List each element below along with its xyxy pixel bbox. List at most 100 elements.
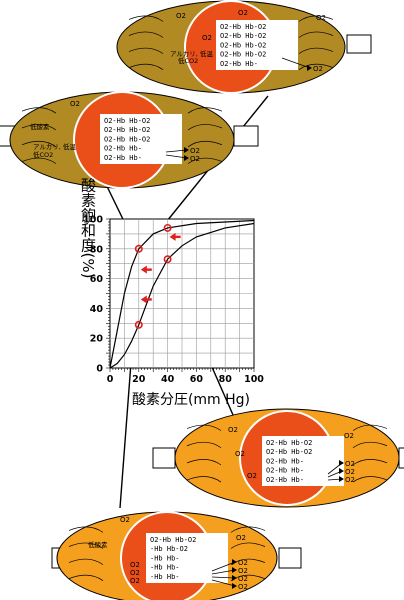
vessel-stub-right xyxy=(233,125,259,147)
hemoglobin-row: O2-Hb Hb-O2 xyxy=(104,135,150,143)
shift-arrow-head xyxy=(140,265,147,274)
oxygen-label: O2 xyxy=(202,34,212,42)
hemoglobin-row: -Hb Hb- xyxy=(150,554,180,562)
tissue-cell: O2-Hb Hb-O2-Hb Hb-O2-Hb Hb--Hb Hb--Hb Hb… xyxy=(51,511,302,600)
x-tick-label: 100 xyxy=(244,374,264,385)
x-tick-label: 40 xyxy=(161,374,175,385)
vessel-stub-right xyxy=(346,34,372,54)
cell-membrane-line xyxy=(21,157,57,164)
cell-membrane-line xyxy=(186,441,222,449)
oxygen-label: O2 xyxy=(316,14,326,22)
oxygen-label: O2 xyxy=(344,432,354,440)
release-arrow xyxy=(211,579,236,587)
cell-membrane-line xyxy=(68,558,104,565)
cell-membrane-line xyxy=(298,15,334,22)
hemoglobin-panel xyxy=(262,436,344,486)
cell-membrane-line xyxy=(230,542,266,549)
release-arrow xyxy=(211,576,236,579)
hemoglobin-row: O2-Hb Hb-O2 xyxy=(220,41,266,49)
cell-membrane-line xyxy=(352,459,388,466)
condition-label: 低CO2 xyxy=(33,150,53,159)
x-tick-label: 80 xyxy=(219,374,233,385)
hemoglobin-row: -Hb Hb- xyxy=(150,573,180,581)
oxygen-label: O2 xyxy=(238,9,248,17)
oxygen-label: O2 xyxy=(228,426,238,434)
cell-membrane-line xyxy=(298,63,334,70)
hemoglobin-row: O2-Hb Hb- xyxy=(104,145,142,153)
released-oxygen-label: O2 xyxy=(238,575,248,583)
cell-membrane-line xyxy=(21,107,57,114)
y-tick-label: 20 xyxy=(90,334,104,345)
hemoglobin-panel xyxy=(216,20,298,70)
y-tick-label: 0 xyxy=(96,364,103,375)
released-oxygen-label: O2 xyxy=(190,155,200,163)
oxygen-label: O2 xyxy=(130,577,140,585)
released-oxygen-label: O2 xyxy=(238,559,248,567)
hemoglobin-row: O2-Hb Hb-O2 xyxy=(220,32,266,40)
vessel-stub-right xyxy=(278,547,302,569)
cell-membrane-line xyxy=(68,542,104,549)
hemoglobin-row: -Hb Hb-O2 xyxy=(150,545,188,553)
released-oxygen-label: O2 xyxy=(345,468,355,476)
cell-membrane-line xyxy=(187,140,223,148)
release-arrow xyxy=(165,154,188,159)
cell-membrane-line xyxy=(68,526,104,533)
condition-label: 低酸素 xyxy=(30,122,50,131)
released-oxygen-label: O2 xyxy=(190,147,200,155)
cell-membrane-line xyxy=(187,107,223,114)
release-arrow-head xyxy=(339,460,344,466)
cell-membrane-line xyxy=(128,15,164,22)
release-arrow-head xyxy=(232,583,237,589)
marker-point xyxy=(134,320,143,329)
marker-point xyxy=(163,223,172,232)
hemoglobin-row: O2-Hb Hb-O2 xyxy=(150,536,196,544)
release-arrow-head xyxy=(339,468,344,474)
release-arrow-head xyxy=(232,567,237,573)
cell-membrane-line xyxy=(68,574,104,581)
oxygen-label: O2 xyxy=(120,516,130,524)
y-tick-label: 40 xyxy=(90,304,104,315)
condition-label: アルカリ, 低温 xyxy=(33,142,76,151)
release-arrow xyxy=(165,149,188,153)
hemoglobin-row: O2-Hb Hb-O2 xyxy=(104,117,150,125)
hemoglobin-row: -Hb Hb- xyxy=(150,564,180,572)
cell-membrane-line xyxy=(21,140,57,148)
series-line xyxy=(109,219,255,369)
condition-label: アルカリ, 低温 xyxy=(170,49,213,58)
release-arrow-head xyxy=(184,147,189,153)
hemoglobin-row: O2-Hb Hb- xyxy=(104,154,142,162)
hemoglobin-row: O2-Hb Hb-O2 xyxy=(220,51,266,59)
y-tick-label: 60 xyxy=(90,274,104,285)
cell-membrane-line xyxy=(298,47,334,54)
hemoglobin-row: O2-Hb Hb-O2 xyxy=(104,126,150,134)
oxygen-label: O2 xyxy=(247,472,257,480)
oxygen-label: O2 xyxy=(176,12,186,20)
condition-label: 低CO2 xyxy=(178,56,198,65)
hemoglobin-row: O2-Hb Hb-O2 xyxy=(220,23,266,31)
oxygen-label: O2 xyxy=(235,450,245,458)
hemoglobin-row: O2-Hb Hb- xyxy=(266,476,304,484)
series-line xyxy=(109,222,255,369)
hemoglobin-row: O2-Hb Hb- xyxy=(266,467,304,475)
cell-membrane-line xyxy=(186,424,222,431)
x-axis-title: 酸素分圧(mm Hg) xyxy=(132,392,250,408)
released-oxygen-label: O2 xyxy=(238,583,248,591)
x-tick-label: 0 xyxy=(107,374,114,385)
release-arrow xyxy=(211,561,236,572)
hemoglobin-row: O2-Hb Hb-O2 xyxy=(266,448,312,456)
cell-membrane-line xyxy=(186,459,222,466)
x-tick-label: 60 xyxy=(190,374,204,385)
vessel-stub-left xyxy=(152,447,176,469)
cell-membrane-line xyxy=(128,63,164,70)
released-oxygen-label: O2 xyxy=(345,476,355,484)
release-arrow-head xyxy=(232,559,237,565)
vessel-stub-right xyxy=(398,447,404,469)
cell-membrane-line xyxy=(352,476,388,483)
y-tick-label: 80 xyxy=(90,244,104,255)
oxygen-label: O2 xyxy=(130,561,140,569)
cell-membrane-line xyxy=(128,31,164,38)
